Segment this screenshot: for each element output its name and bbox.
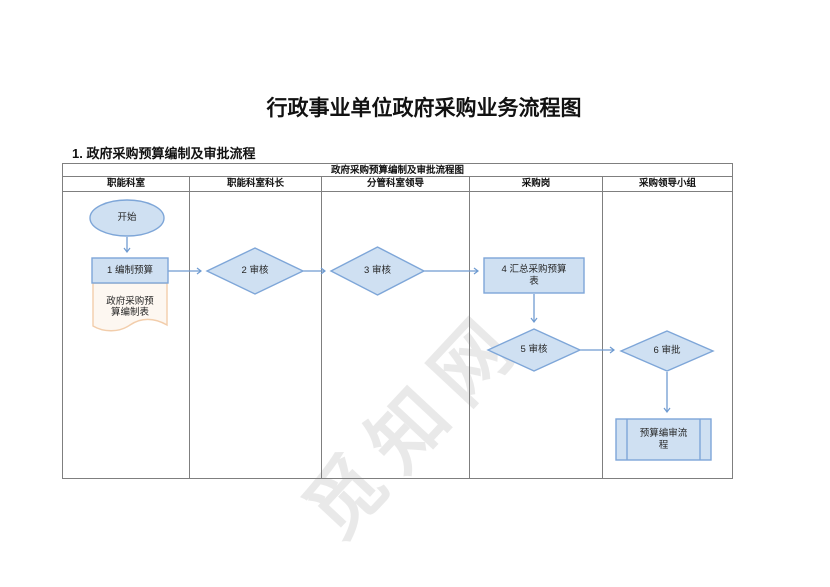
document-budget-form-label: 政府采购预算编制表 <box>106 295 154 319</box>
start-terminator-label: 开始 <box>117 212 137 224</box>
column-header-functional-section: 职能科室 <box>63 177 190 191</box>
column-header-division-leader: 分管科室领导 <box>322 177 470 191</box>
column-header-procurement-post: 采购岗 <box>470 177 603 191</box>
decision-step6-label: 6 审批 <box>653 345 681 357</box>
decision-step3-label: 3 审核 <box>364 265 391 277</box>
section-heading: 1. 政府采购预算编制及审批流程 <box>72 146 256 161</box>
decision-step5-label: 5 审核 <box>520 344 548 356</box>
column-header-section-chief: 职能科室科长 <box>190 177 322 191</box>
process-step4-label: 4 汇总采购预算表 <box>501 264 567 287</box>
subprocess-label: 预算编审流程 <box>639 428 688 451</box>
page-title: 行政事业单位政府采购业务流程图 <box>266 97 582 120</box>
lane-section-chief <box>190 192 322 478</box>
lane-body <box>63 192 732 478</box>
swimlane-table: 政府采购预算编制及审批流程图 职能科室 职能科室科长 分管科室领导 采购岗 采购… <box>62 163 733 479</box>
lane-procurement-post <box>470 192 603 478</box>
table-header-row: 职能科室 职能科室科长 分管科室领导 采购岗 采购领导小组 <box>63 177 732 192</box>
lane-division-leader <box>322 192 470 478</box>
process-step1-label: 1 编制预算 <box>107 264 153 276</box>
decision-step2-label: 2 审核 <box>241 265 269 277</box>
table-title: 政府采购预算编制及审批流程图 <box>63 164 732 177</box>
lane-functional-section <box>63 192 190 478</box>
column-header-leading-group: 采购领导小组 <box>638 178 696 189</box>
